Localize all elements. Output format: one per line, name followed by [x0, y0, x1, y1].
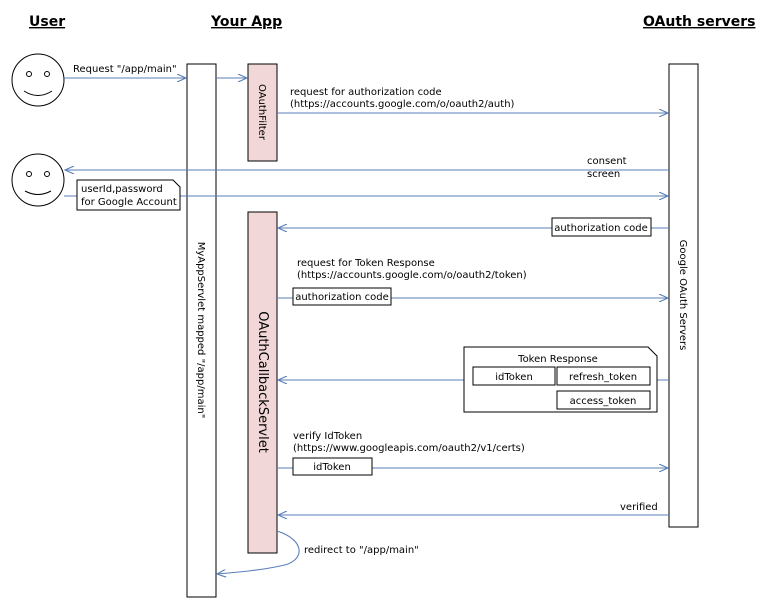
lane-oauthcallbackservlet — [247, 211, 278, 554]
label-access-token: access_token — [570, 396, 637, 407]
label-token-response: Token Response — [517, 354, 598, 365]
box-authorization-code-2 — [292, 287, 392, 306]
lane-label-myappservlet: MyAppServlet mapped "/app/main" — [195, 242, 206, 419]
label-authorization-code: authorization code — [554, 223, 648, 234]
label-consent-1: consent — [587, 156, 627, 167]
lane-label-oauthcallbackservlet: OAuthCallbackServlet — [255, 311, 270, 453]
label-refresh-token: refresh_token — [569, 372, 637, 383]
label-verify-1: verify IdToken — [293, 431, 362, 442]
arrow-redirect — [217, 530, 300, 574]
label-token-request-1: request for Token Response — [297, 258, 435, 269]
label-credentials-2: for Google Account — [81, 197, 177, 208]
label-credentials-1: userId,password — [81, 184, 163, 195]
box-authorization-code — [551, 217, 652, 237]
box-refresh-token — [556, 366, 651, 386]
box-id-token-2 — [292, 457, 373, 476]
label-id-token: idToken — [495, 372, 533, 383]
lane-google-oauth-servers — [668, 63, 699, 528]
label-consent-2: screen — [587, 169, 620, 180]
header-oauth-servers: OAuth servers — [643, 14, 755, 30]
label-auth-code-request-1: request for authorization code — [290, 87, 442, 98]
label-redirect: redirect to "/app/main" — [304, 545, 419, 556]
lane-oauthfilter — [247, 63, 278, 162]
user-face-icon — [11, 153, 65, 207]
label-authorization-code-2: authorization code — [295, 292, 389, 303]
label-auth-code-request-2: (https://accounts.google.com/o/oauth2/au… — [290, 99, 515, 110]
lane-label-oauthfilter: OAuthFilter — [256, 84, 267, 141]
label-id-token-2: idToken — [313, 462, 351, 473]
header-user: User — [29, 14, 65, 30]
lane-myappservlet — [186, 63, 217, 598]
label-token-request-2: (https://accounts.google.com/o/oauth2/to… — [297, 270, 527, 281]
box-id-token — [472, 366, 556, 386]
lane-label-google-oauth-servers: Google OAuth Servers — [677, 240, 688, 351]
header-your-app: Your App — [210, 14, 282, 30]
label-verify-2: (https://www.googleapis.com/oauth2/v1/ce… — [293, 443, 525, 454]
note-credentials — [76, 179, 181, 211]
box-access-token — [556, 390, 651, 410]
user-face-icon — [11, 53, 65, 107]
label-verified: verified — [620, 502, 658, 513]
label-request-main: Request "/app/main" — [73, 64, 177, 75]
